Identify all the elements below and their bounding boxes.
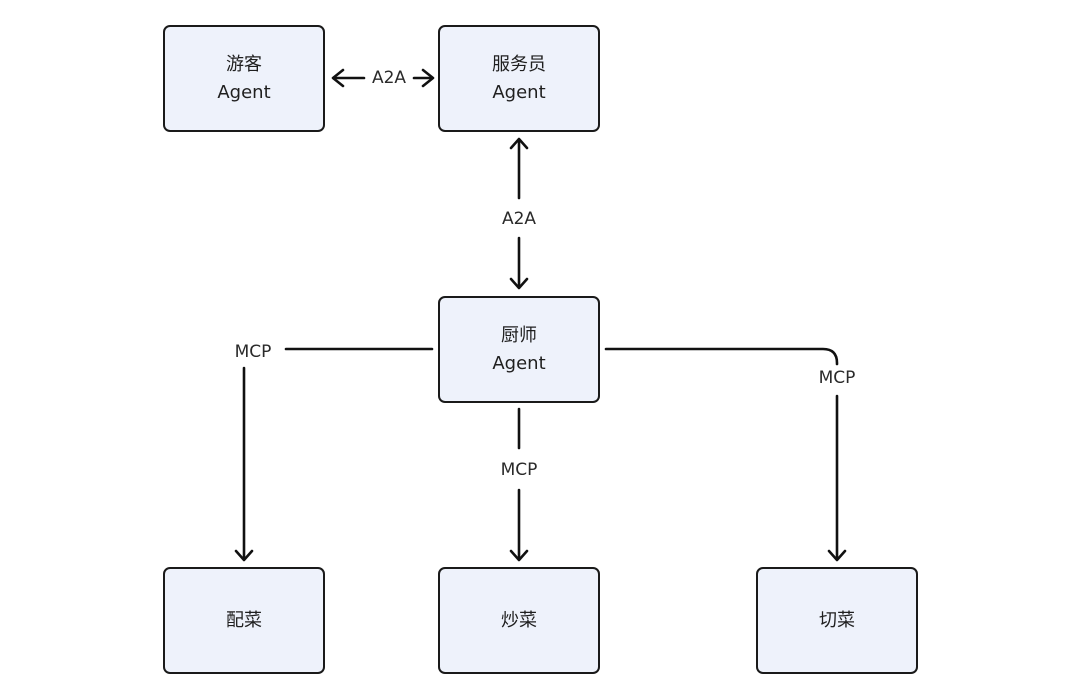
node-chef-subtitle: Agent xyxy=(492,352,546,374)
edge-chef-prep xyxy=(234,347,434,562)
edge-label-chef-stirfry: MCP xyxy=(496,459,542,481)
node-waiter-agent[interactable]: 服务员 Agent xyxy=(438,25,600,132)
node-stirfry[interactable]: 炒菜 xyxy=(438,567,600,674)
node-cut[interactable]: 切菜 xyxy=(756,567,918,674)
node-prep[interactable]: 配菜 xyxy=(163,567,325,674)
node-waiter-title: 服务员 xyxy=(492,53,546,75)
edge-chef-cut-line-top xyxy=(604,347,839,366)
node-prep-title: 配菜 xyxy=(226,609,262,631)
node-chef-title: 厨师 xyxy=(501,324,537,346)
node-waiter-subtitle: Agent xyxy=(492,81,546,103)
arrowhead-down-icon xyxy=(234,549,254,562)
node-guest-agent[interactable]: 游客 Agent xyxy=(163,25,325,132)
node-guest-subtitle: Agent xyxy=(217,81,271,103)
arrowhead-left-icon xyxy=(331,68,345,88)
arrowhead-down-icon xyxy=(827,549,847,562)
node-guest-title: 游客 xyxy=(226,53,262,75)
node-stirfry-title: 炒菜 xyxy=(501,609,537,631)
edge-guest-waiter xyxy=(331,68,435,88)
edge-chef-cut xyxy=(604,347,847,562)
edge-label-chef-cut: MCP xyxy=(814,367,860,389)
arrowhead-down-icon xyxy=(509,549,529,562)
arrowhead-up-icon xyxy=(509,137,529,150)
edge-label-waiter-chef: A2A xyxy=(497,208,541,230)
edge-waiter-chef xyxy=(509,137,529,290)
arrowhead-down-icon xyxy=(509,277,529,290)
node-chef-agent[interactable]: 厨师 Agent xyxy=(438,296,600,403)
edge-label-guest-waiter: A2A xyxy=(367,67,411,89)
node-cut-title: 切菜 xyxy=(819,609,855,631)
arrowhead-right-icon xyxy=(421,68,435,88)
edge-chef-stirfry xyxy=(509,407,529,562)
edge-label-chef-prep: MCP xyxy=(230,341,276,363)
